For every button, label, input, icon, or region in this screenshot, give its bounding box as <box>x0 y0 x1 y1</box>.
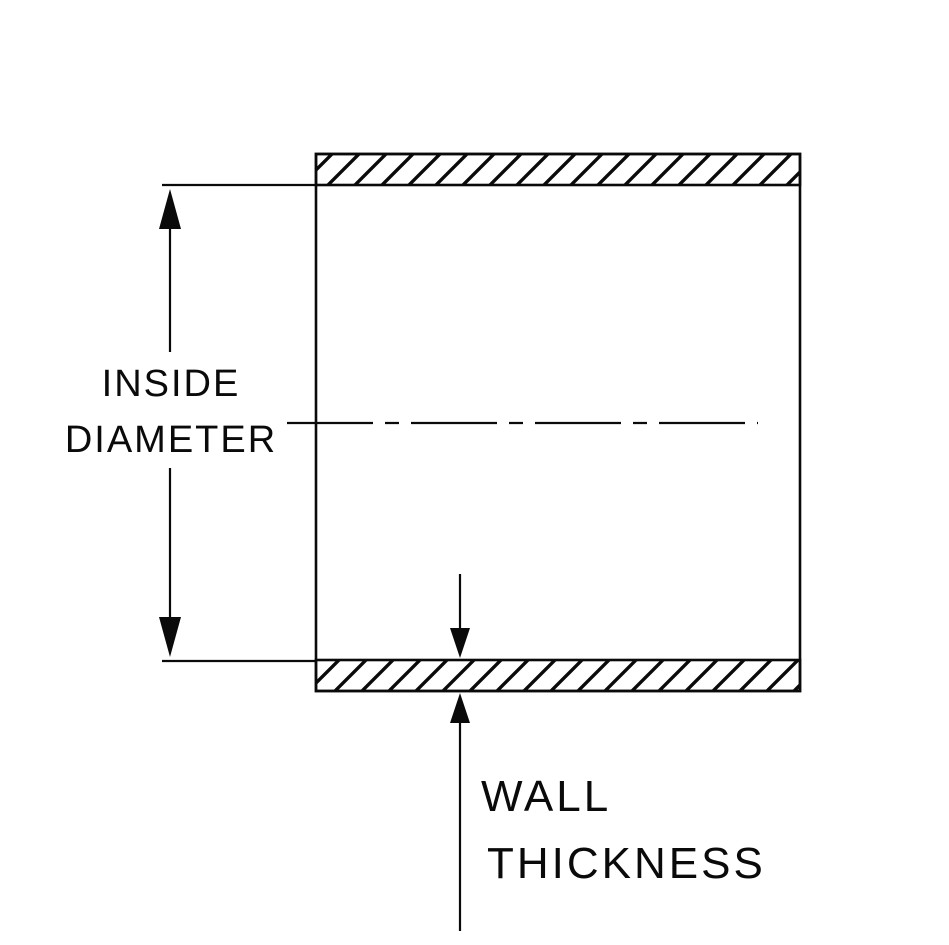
wall-thickness-label-line1: WALL <box>481 772 611 821</box>
arrowhead-down <box>159 617 181 657</box>
wall-thickness-dimension: WALL THICKNESS <box>450 574 766 931</box>
inside-diameter-label-line2: DIAMETER <box>65 419 277 461</box>
top-wall-hatch <box>314 152 802 187</box>
arrowhead-up <box>159 189 181 229</box>
inside-diameter-label-line1: INSIDE <box>102 363 241 405</box>
inside-diameter-dimension: INSIDE DIAMETER <box>65 183 316 663</box>
tube-cross-section <box>287 152 802 693</box>
wall-thickness-label-line2: THICKNESS <box>487 839 766 888</box>
wall-arrowhead-down <box>450 628 470 658</box>
bottom-wall-hatch <box>314 658 802 693</box>
wall-arrowhead-up <box>450 693 470 723</box>
